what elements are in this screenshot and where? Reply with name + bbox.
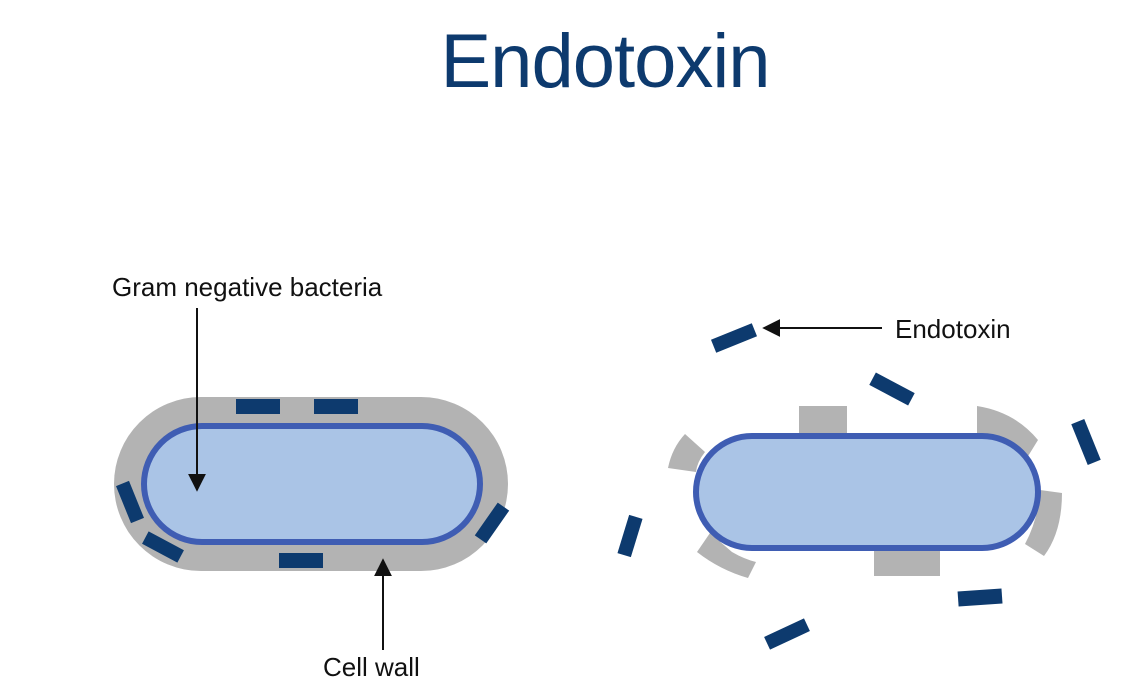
intact-bacterium [114, 397, 510, 571]
free-endotoxin-molecule [869, 372, 915, 406]
lysed-bacterium [617, 323, 1101, 650]
endotoxin-molecule [279, 553, 323, 568]
cell-wall-fragment [1025, 490, 1062, 556]
endotoxin-molecule [236, 399, 280, 414]
cytoplasm [141, 423, 483, 545]
endotoxin-molecule [116, 480, 144, 524]
bacteria-label: Gram negative bacteria [112, 272, 383, 302]
cell-wall-fragment [697, 533, 756, 578]
endotoxin-label: Endotoxin [895, 314, 1011, 344]
free-endotoxin-molecule [710, 323, 758, 353]
diagram-title: Endotoxin [440, 19, 770, 104]
endotoxin-molecule [314, 399, 358, 414]
cell-wall-fragment [668, 434, 705, 472]
endotoxin-molecule [142, 531, 184, 563]
free-endotoxin-molecule [617, 514, 643, 558]
cell-wall-fragment [799, 406, 847, 436]
cytoplasm [693, 433, 1041, 551]
free-endotoxin-molecule [1071, 418, 1101, 466]
free-endotoxin-molecule [957, 588, 1003, 607]
endotoxin-molecule [474, 502, 510, 544]
cell-wall-label: Cell wall [323, 652, 420, 682]
free-endotoxin-molecule [764, 618, 810, 650]
